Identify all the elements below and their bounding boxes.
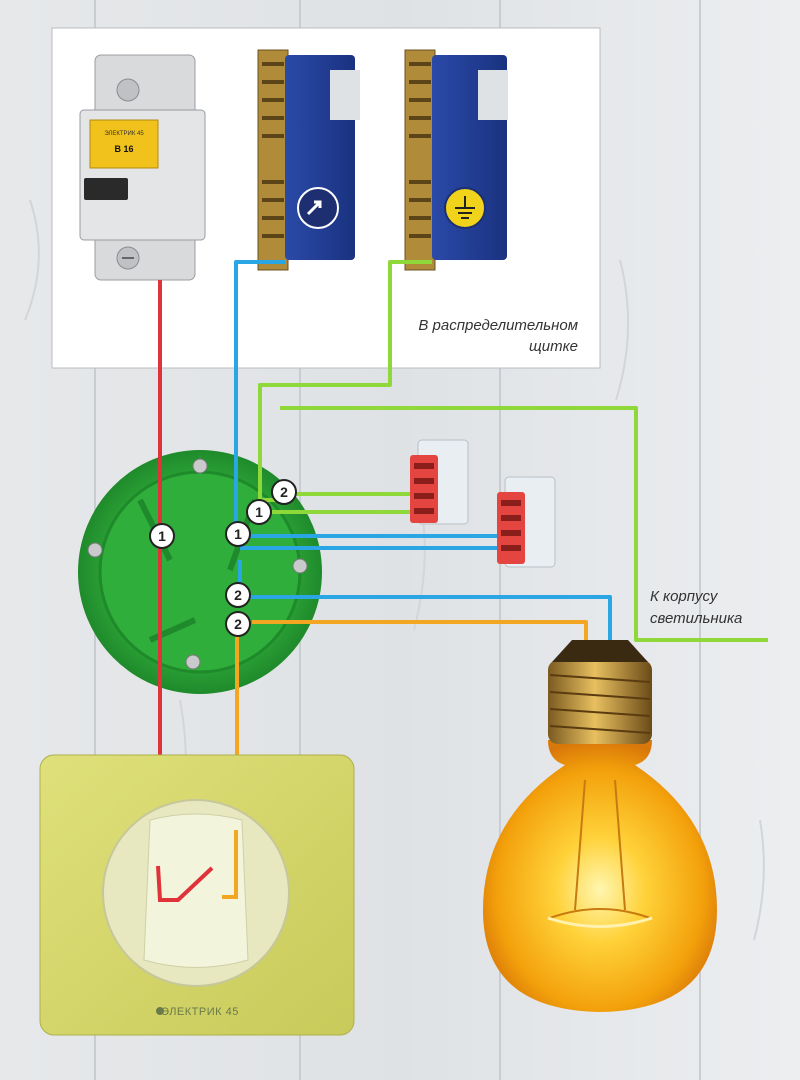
brand-logo-icon [156, 1007, 164, 1015]
light-switch[interactable]: ЭЛЕКТРИК 45 [39, 754, 355, 1036]
marker-ground-1: 1 [246, 499, 272, 525]
breaker-brand: ЭЛЕКТРИК 45 [104, 131, 144, 137]
svg-text:2: 2 [234, 616, 242, 632]
svg-text:1: 1 [255, 504, 263, 520]
circuit-breaker: ЭЛЕКТРИК 45 B 16 [79, 54, 206, 281]
switch-brand: ЭЛЕКТРИК 45 [161, 1006, 239, 1018]
wago-connector-2 [497, 476, 556, 568]
svg-text:2: 2 [280, 484, 288, 500]
neutral-wire-panel [234, 260, 285, 532]
wire-markers: 1 2 1 1 2 2 [149, 479, 297, 637]
svg-text:1: 1 [234, 526, 242, 542]
lamp-caption-line2: светильника [650, 610, 742, 627]
marker-lamp-2: 2 [225, 611, 251, 637]
marker-phase: 1 [149, 523, 175, 549]
light-bulb [483, 640, 717, 1012]
svg-text:2: 2 [234, 587, 242, 603]
panel-caption-line2: щитке [529, 338, 578, 355]
breaker-model: B 16 [114, 144, 133, 154]
ground-wire-to-lamp [280, 406, 768, 642]
neutral-bus-bar [257, 49, 360, 271]
lamp-wire [252, 620, 588, 640]
neutral-wire-to-lamp [250, 595, 612, 640]
marker-neutral-1: 1 [225, 521, 251, 547]
marker-neutral-2: 2 [225, 582, 251, 608]
ground-bus-bar [404, 49, 508, 271]
svg-text:1: 1 [158, 528, 166, 544]
wago-connector-1 [410, 439, 469, 525]
breaker-lever [84, 178, 128, 200]
marker-ground-2: 2 [271, 479, 297, 505]
lamp-caption-line1: К корпусу [650, 588, 719, 605]
panel-caption-line1: В распределительном [418, 317, 578, 334]
